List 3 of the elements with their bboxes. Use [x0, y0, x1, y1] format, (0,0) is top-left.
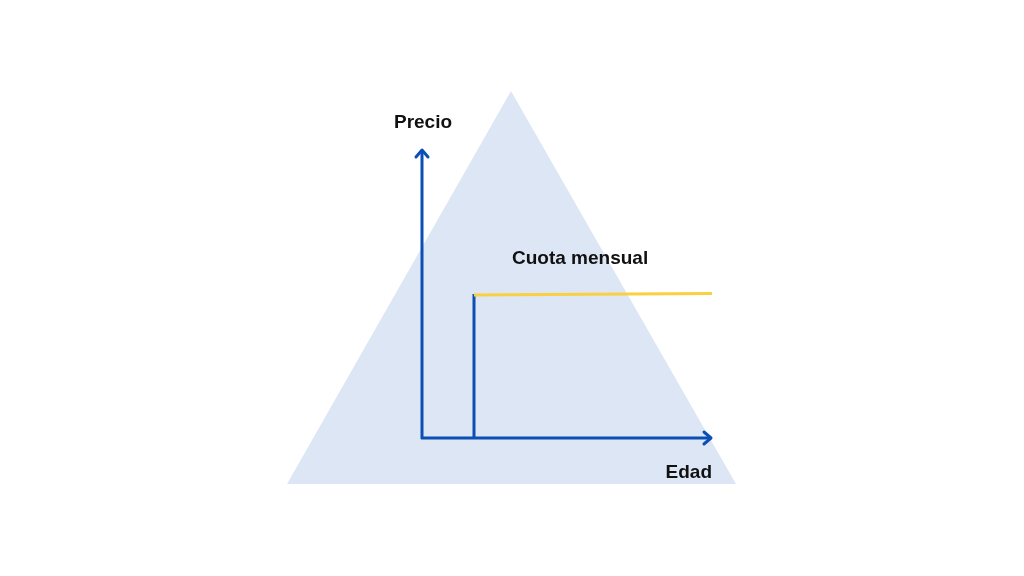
line-label: Cuota mensual	[512, 247, 649, 269]
axis-label: Precio	[393, 111, 453, 133]
axis-label: Edad	[665, 461, 712, 483]
